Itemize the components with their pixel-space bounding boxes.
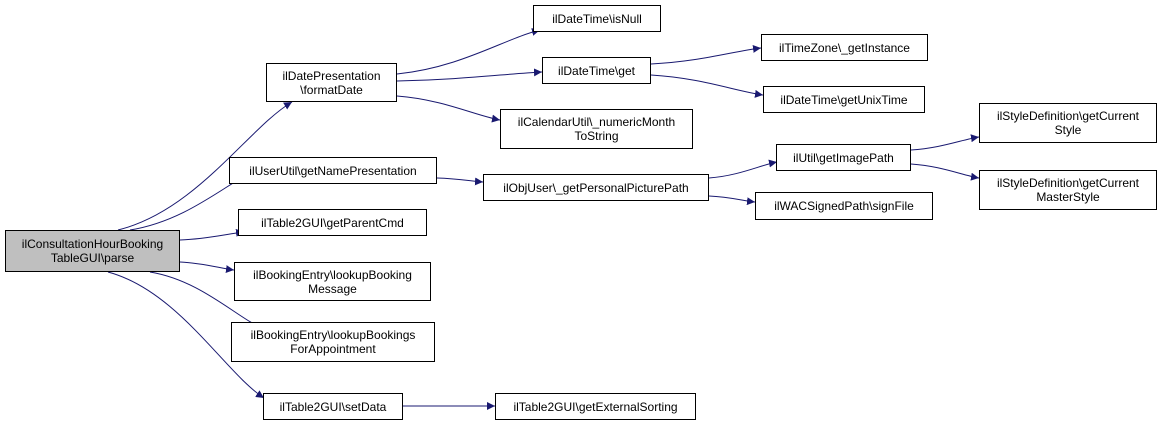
graph-node-get[interactable]: ilDateTime\get [542,57,651,84]
node-label-line: ilTable2GUI\getParentCmd [261,215,404,230]
edge-get-to-getUnixTime [650,74,764,98]
edge-getPersonalPicturePath-to-signFile [708,195,756,206]
edge-get-to-getInstance [650,44,762,65]
edge-root-to-setData [107,271,265,399]
edge-root-to-lookupBookingMessage [179,261,235,274]
node-label-line: ilWACSignedPath\signFile [774,199,914,213]
edge-formatDate-to-isNull [396,28,541,75]
node-label-line: ilTimeZone\_getInstance [779,40,910,55]
node-label-line: ilDatePresentation [282,68,381,83]
node-label-line: ToString [574,129,619,143]
node-label-line: ilDateTime\getUnixTime [780,92,908,107]
graph-node-getParentCmd[interactable]: ilTable2GUI\getParentCmd [238,209,427,236]
graph-node-isNull[interactable]: ilDateTime\isNull [533,5,661,32]
node-label-line: TableGUI\parse [50,251,135,265]
node-label-line: ilStyleDefinition\getCurrent [996,176,1140,190]
graph-node-getPersonalPicturePath[interactable]: ilObjUser\_getPersonalPicturePath [483,174,709,201]
node-label-line: ilObjUser\_getPersonalPicturePath [503,180,689,195]
graph-node-getUnixTime[interactable]: ilDateTime\getUnixTime [763,86,925,113]
node-label-line: \formatDate [300,82,363,97]
node-label-line: MasterStyle [1036,190,1100,204]
node-label-line: ilDateTime\isNull [552,11,642,26]
edge-formatDate-to-get [396,68,543,82]
node-label-line: ilUtil\getImagePath [793,150,894,165]
graph-node-setData[interactable]: ilTable2GUI\setData [263,393,403,420]
node-label-line: ilStyleDefinition\getCurrent [996,109,1140,123]
node-label-line: ForAppointment [290,342,376,356]
node-label-line: ilUserUtil\getNamePresentation [249,163,417,178]
node-label-line: ilBookingEntry\lookupBookings [250,328,416,342]
graph-node-signFile[interactable]: ilWACSignedPath\signFile [755,192,933,220]
graph-node-formatDate[interactable]: ilDatePresentation\formatDate [266,63,397,102]
node-label-line: ilTable2GUI\setData [279,399,387,414]
node-label-line: Style [1054,123,1082,137]
edge-formatDate-to-numericMonthToString [396,95,501,123]
node-label-line: ilCalendarUtil\_numericMonth [517,115,676,129]
node-label-line: ilDateTime\get [558,63,635,78]
graph-node-getInstance[interactable]: ilTimeZone\_getInstance [761,34,928,61]
graph-node-getNamePresentation[interactable]: ilUserUtil\getNamePresentation [229,157,437,184]
node-label-line: ilTable2GUI\getExternalSorting [513,399,678,414]
edge-root-to-formatDate [117,101,293,231]
graph-node-getExternalSorting[interactable]: ilTable2GUI\getExternalSorting [495,393,696,420]
edge-getNamePresentation-to-getPersonalPicturePath [436,177,484,186]
node-label-line: Message [308,281,357,296]
graph-node-getImagePath[interactable]: ilUtil\getImagePath [776,144,911,171]
edge-getPersonalPicturePath-to-getImagePath [708,159,778,179]
node-label-line: ilConsultationHourBooking [21,237,164,251]
node-label-line: ilBookingEntry\lookupBooking [253,267,412,282]
edge-getImagePath-to-getCurrentStyle [910,134,980,151]
edge-getImagePath-to-getCurrentMasterStyle [910,163,980,181]
edge-root-to-getParentCmd [179,228,245,241]
